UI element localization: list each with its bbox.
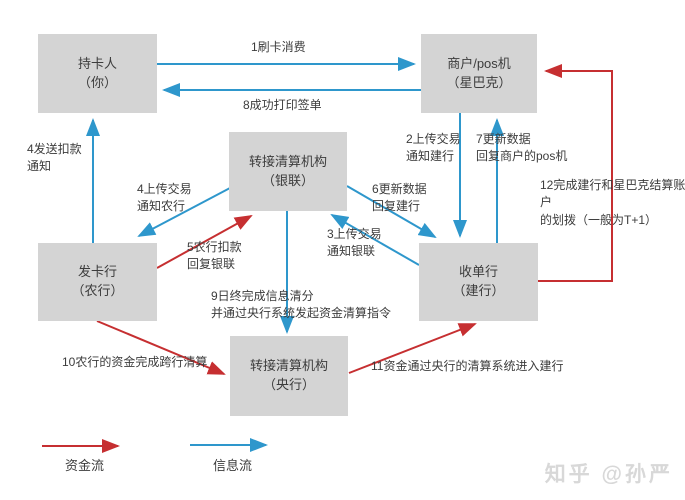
edge-label-2: 2上传交易 通知建行	[406, 132, 461, 164]
edge-label-9: 9日终完成信息清分 并通过央行系统发起资金清算指令	[211, 289, 392, 321]
edge-label-5: 5农行扣款 回复银联	[187, 240, 242, 272]
edge-label-10: 10农行的资金完成跨行清算	[62, 355, 208, 369]
node-unionpay: 转接清算机构 （银联）	[229, 132, 347, 211]
arrow-11-funds-to-acquirer	[348, 323, 477, 374]
zhihu-watermark: 知乎 @孙严	[544, 463, 673, 486]
edge-label-7: 7更新数据 回复商户的pos机	[476, 132, 568, 164]
node-issuer-bank: 发卡行 （农行）	[38, 243, 157, 321]
arrow-12-settlement-transfer	[538, 64, 613, 282]
node-merchant-pos: 商户/pos机 （星巴克）	[421, 34, 537, 113]
edge-label-4-notify: 4发送扣款 通知	[27, 142, 82, 174]
arrow-6-reply-acquirer	[346, 185, 437, 239]
arrow-10-interbank-settlement	[96, 320, 226, 375]
edge-label-3: 3上传交易 通知银联	[327, 227, 382, 259]
edge-label-8: 8成功打印签单	[243, 98, 322, 112]
arrow-3-notify-unionpay	[330, 214, 420, 266]
node-acquirer-bank: 收单行 （建行）	[419, 243, 538, 321]
node-central-bank: 转接清算机构 （央行）	[230, 336, 348, 416]
edge-label-4-upload: 4上传交易 通知农行	[137, 182, 192, 214]
edge-label-6: 6更新数据 回复建行	[372, 182, 427, 214]
legend-info-flow-label: 信息流	[213, 458, 253, 473]
edge-label-1: 1刷卡消费	[251, 40, 306, 54]
legend-capital-flow-label: 资金流	[65, 458, 105, 473]
edge-label-12: 12完成建行和星巴克结算账户 的划拨（一般为T+1）	[540, 178, 685, 227]
node-cardholder: 持卡人 （你）	[38, 34, 157, 113]
arrow-4-notify-issuer	[137, 187, 231, 237]
arrow-5-issuer-debit-reply	[156, 215, 253, 269]
edge-label-11: 11资金通过央行的清算系统进入建行	[371, 359, 564, 373]
